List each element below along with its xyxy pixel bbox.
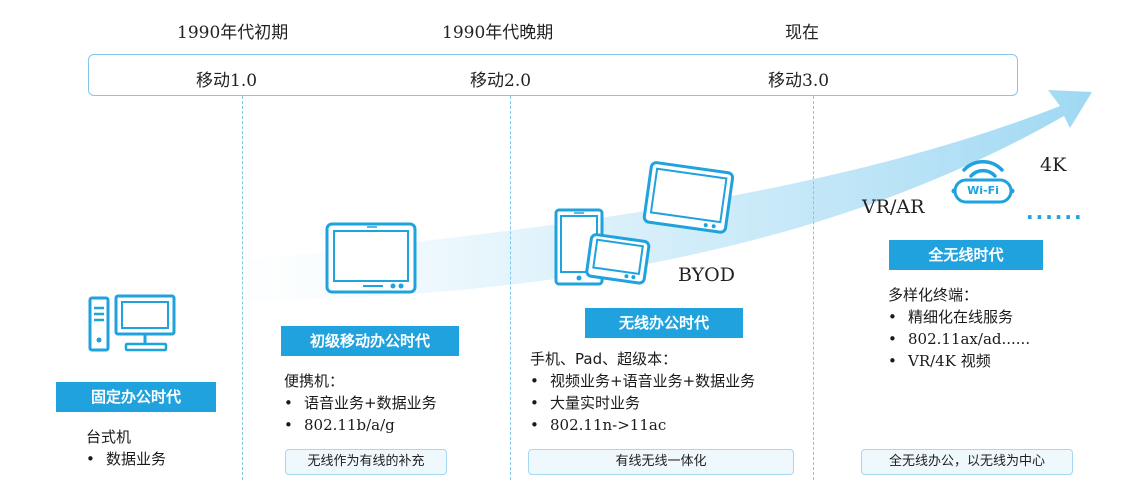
summary-wireless-supplement: 无线作为有线的补充 xyxy=(285,449,447,475)
wifi-label: Wi-Fi xyxy=(967,184,999,197)
vr-ar-label: VR/AR xyxy=(862,196,925,218)
badge-wireless-office-era: 无线办公时代 xyxy=(585,308,743,338)
timeline-bar xyxy=(88,54,1018,96)
4k-label: 4K xyxy=(1040,154,1067,176)
desc-item: 802.11n->11ac xyxy=(550,416,667,434)
wifi-cloud-icon xyxy=(951,160,1015,204)
summary-full-wireless-office: 全无线办公，以无线为中心 xyxy=(861,449,1073,475)
column-divider-1 xyxy=(242,96,243,480)
desc-full-wireless: 多样化终端： •精细化在线服务 •802.11ax/ad...... •VR/4… xyxy=(888,286,1031,370)
badge-early-mobile-office-era: 初级移动办公时代 xyxy=(281,326,459,356)
desc-item: 数据业务 xyxy=(106,450,167,468)
desc-item: VR/4K 视频 xyxy=(908,352,991,370)
more-devices-dots: ...... xyxy=(1026,200,1084,224)
era-label-early-1990s: 1990年代初期 xyxy=(177,23,289,43)
laptop-tablet-icon xyxy=(325,222,417,294)
column-divider-2 xyxy=(510,96,511,480)
desc-heading: 台式机 xyxy=(86,428,132,446)
multi-device-icon xyxy=(554,161,735,286)
byod-label: BYOD xyxy=(678,264,735,286)
desc-fixed-office: 台式机 •数据业务 xyxy=(86,428,167,468)
desc-heading: 手机、Pad、超级本： xyxy=(530,350,678,368)
phase-label-mobile-3: 移动3.0 xyxy=(768,71,830,91)
desc-heading: 便携机： xyxy=(284,372,345,390)
desc-early-mobile-office: 便携机： •语音业务+数据业务 •802.11b/a/g xyxy=(284,372,437,434)
era-label-late-1990s: 1990年代晚期 xyxy=(442,23,554,43)
phase-label-mobile-1: 移动1.0 xyxy=(196,71,258,91)
phase-label-mobile-2: 移动2.0 xyxy=(470,71,532,91)
desc-wireless-office: 手机、Pad、超级本： •视频业务+语音业务+数据业务 •大量实时业务 •802… xyxy=(530,350,756,434)
era-label-now: 现在 xyxy=(785,23,819,43)
desc-item: 视频业务+语音业务+数据业务 xyxy=(550,372,756,390)
badge-full-wireless-era: 全无线时代 xyxy=(889,240,1043,270)
desc-item: 精细化在线服务 xyxy=(908,308,1014,326)
column-divider-3 xyxy=(813,96,814,480)
desc-heading: 多样化终端： xyxy=(888,286,979,304)
desktop-computer-icon xyxy=(88,294,176,352)
summary-wired-wireless-integration: 有线无线一体化 xyxy=(528,449,794,475)
desc-item: 语音业务+数据业务 xyxy=(304,394,437,412)
desc-item: 802.11ax/ad...... xyxy=(908,330,1031,348)
desc-item: 802.11b/a/g xyxy=(304,416,395,434)
badge-fixed-office-era: 固定办公时代 xyxy=(56,382,216,412)
desc-item: 大量实时业务 xyxy=(550,394,641,412)
